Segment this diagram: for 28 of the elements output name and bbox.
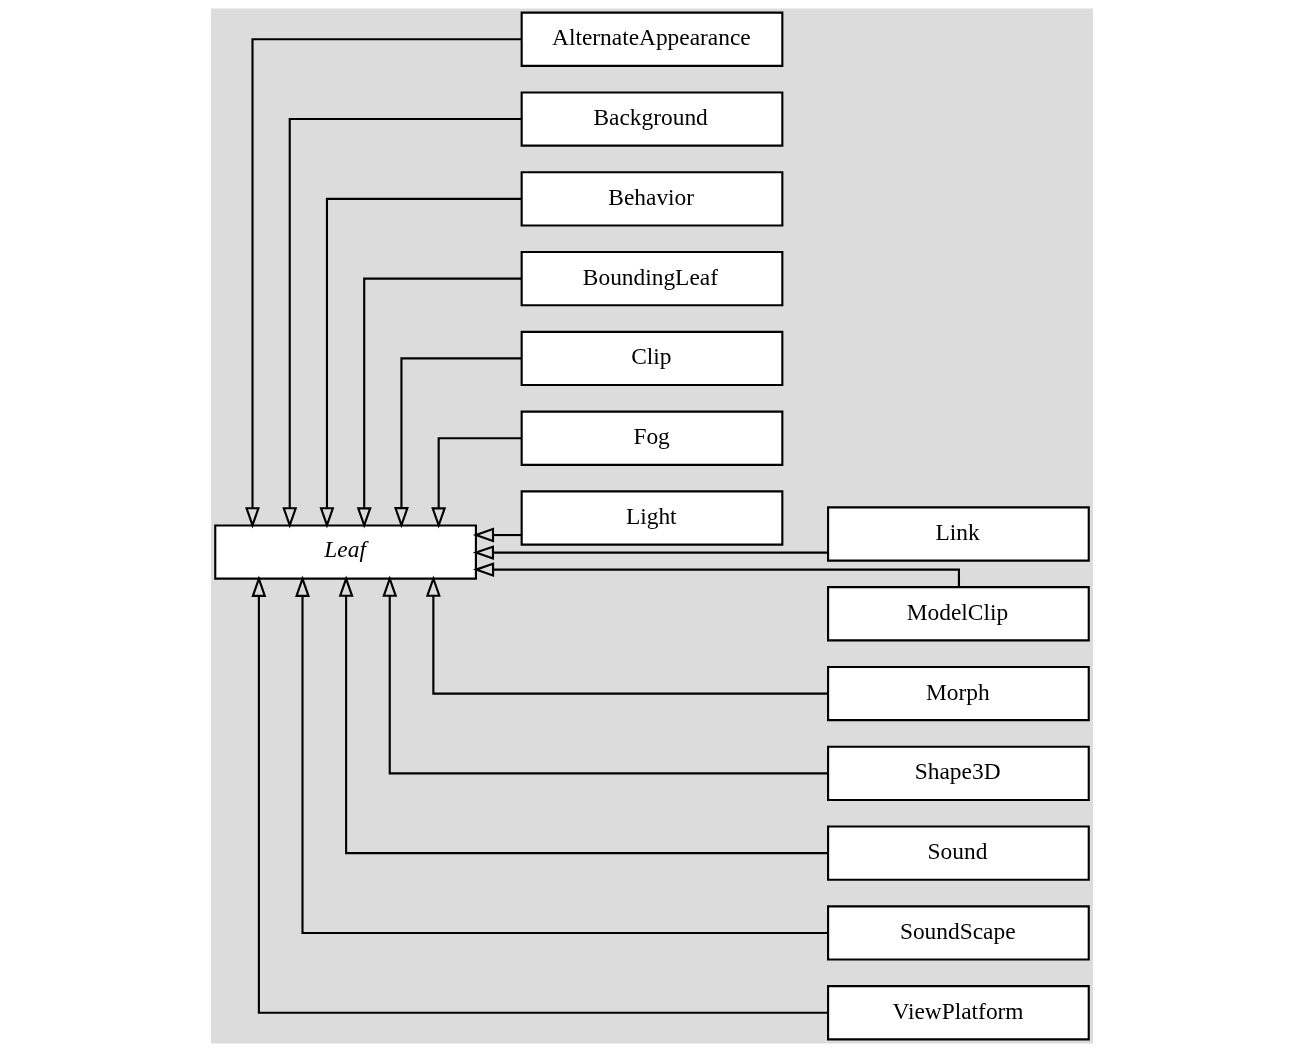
arrow — [319, 197, 522, 529]
arrow — [431, 437, 522, 529]
node-box: SoundScape — [827, 905, 1090, 961]
node-box: Background — [520, 91, 784, 147]
arrow — [245, 38, 522, 529]
node-box: Leaf — [214, 524, 477, 580]
arrow — [382, 575, 828, 775]
arrow — [356, 277, 522, 529]
node-box: ViewPlatform — [827, 985, 1090, 1041]
node-box: AlternateAppearance — [520, 11, 784, 67]
arrow — [295, 575, 829, 934]
arrow — [251, 575, 829, 1014]
arrow — [472, 545, 828, 561]
node-box: Link — [827, 506, 1090, 562]
node-box: Behavior — [520, 171, 784, 227]
arrow — [338, 575, 828, 855]
node-box: Morph — [827, 665, 1090, 722]
arrow — [282, 118, 522, 529]
node-box: Light — [520, 490, 784, 546]
node-box: ModelClip — [827, 586, 1090, 642]
node-box: Clip — [520, 330, 784, 387]
node-box: BoundingLeaf — [520, 250, 784, 307]
node-box: Shape3D — [827, 745, 1090, 802]
node-box: Fog — [520, 410, 784, 466]
arrow — [472, 527, 522, 543]
arrow — [394, 357, 522, 529]
node-box: Sound — [827, 825, 1090, 881]
arrow — [425, 575, 828, 695]
